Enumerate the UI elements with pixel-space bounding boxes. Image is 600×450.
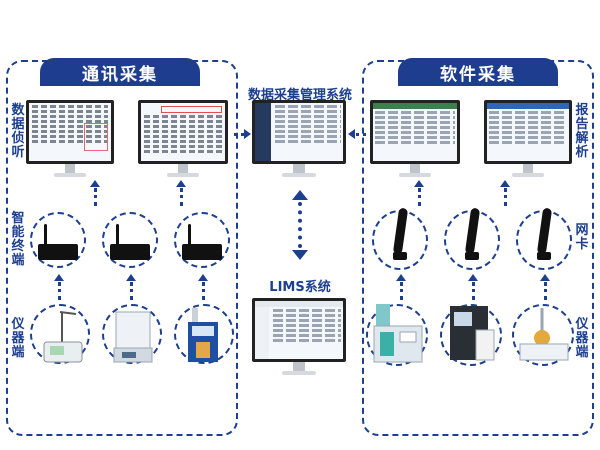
arrow-instrument-to-router-3 <box>202 282 205 300</box>
arrowhead-up-icon <box>126 274 136 281</box>
balance-icon <box>113 311 153 363</box>
arrow-instrument-to-router-1 <box>58 282 61 300</box>
arrow-wifi-to-monitor-1 <box>418 188 421 206</box>
titrator-icon <box>188 308 218 362</box>
router-icon <box>38 244 78 260</box>
instrument-ring-3 <box>174 304 234 364</box>
wifi-base-icon <box>465 252 479 260</box>
router-antenna-icon <box>188 224 191 246</box>
arrowhead-up-icon <box>176 180 186 187</box>
arrowhead-down-icon <box>292 250 308 260</box>
arrow-instrument-to-wifi-1 <box>400 282 403 300</box>
arrowhead-up-icon <box>54 274 64 281</box>
wifi-base-icon <box>393 252 407 260</box>
label-instrument-right: 仪器端 <box>575 317 589 360</box>
instrument-ring-6 <box>512 304 574 366</box>
analyzer-icon <box>450 306 495 361</box>
router-ring-3 <box>174 212 230 268</box>
monitor-data-listen-2 <box>138 100 228 178</box>
arrowhead-up-icon <box>540 274 550 281</box>
router-ring-1 <box>30 212 86 268</box>
arrowhead-up-icon <box>292 190 308 200</box>
arrow-left-to-center <box>234 133 244 136</box>
monitor-software-1 <box>370 100 460 178</box>
router-antenna-icon <box>116 224 119 246</box>
instrument-ring-5 <box>440 304 502 366</box>
arrow-wifi-to-monitor-2 <box>504 188 507 206</box>
arrow-instrument-to-wifi-2 <box>472 282 475 300</box>
label-data-listen: 数据侦听 <box>11 103 25 160</box>
monitor-lims-system <box>252 298 346 376</box>
right-panel-header: 软件采集 <box>398 58 558 86</box>
label-network-card: 网卡 <box>575 223 589 252</box>
ph-meter-icon <box>43 311 83 363</box>
instrument-ring-4 <box>366 304 428 366</box>
instrument-ring-2 <box>102 304 162 364</box>
arrowhead-up-icon <box>396 274 406 281</box>
arrowhead-right-icon <box>244 129 251 139</box>
wifi-base-icon <box>537 252 551 260</box>
arrow-router-to-monitor-2 <box>180 188 183 206</box>
bidirectional-arrow <box>298 202 302 248</box>
arrow-instrument-to-router-2 <box>130 282 133 300</box>
lims-system-title: LIMS系统 <box>269 280 331 295</box>
arrowhead-up-icon <box>90 180 100 187</box>
router-icon <box>182 244 222 260</box>
router-icon <box>110 244 150 260</box>
arrowhead-up-icon <box>468 274 478 281</box>
arrow-router-to-monitor-1 <box>94 188 97 206</box>
left-panel-header: 通讯采集 <box>40 58 200 86</box>
label-instrument-left: 仪器端 <box>11 317 25 360</box>
arrowhead-up-icon <box>198 274 208 281</box>
arrowhead-left-icon <box>348 129 355 139</box>
instrument-ring-1 <box>30 304 90 364</box>
monitor-software-2 <box>484 100 572 178</box>
router-antenna-icon <box>44 224 47 246</box>
monitor-data-listen-1 <box>26 100 114 178</box>
arrow-right-to-center <box>356 133 366 136</box>
ion-chromatograph-icon <box>373 304 423 363</box>
label-report-parse: 报告解析 <box>575 103 589 160</box>
arrowhead-up-icon <box>500 180 510 187</box>
label-smart-terminal: 智能终端 <box>11 211 25 268</box>
monitor-data-acquisition-system <box>252 100 346 178</box>
karl-fischer-icon <box>519 308 569 361</box>
router-ring-2 <box>102 212 158 268</box>
arrowhead-up-icon <box>414 180 424 187</box>
arrow-instrument-to-wifi-3 <box>544 282 547 300</box>
data-acquisition-system-title: 数据采集管理系统 <box>247 88 352 103</box>
